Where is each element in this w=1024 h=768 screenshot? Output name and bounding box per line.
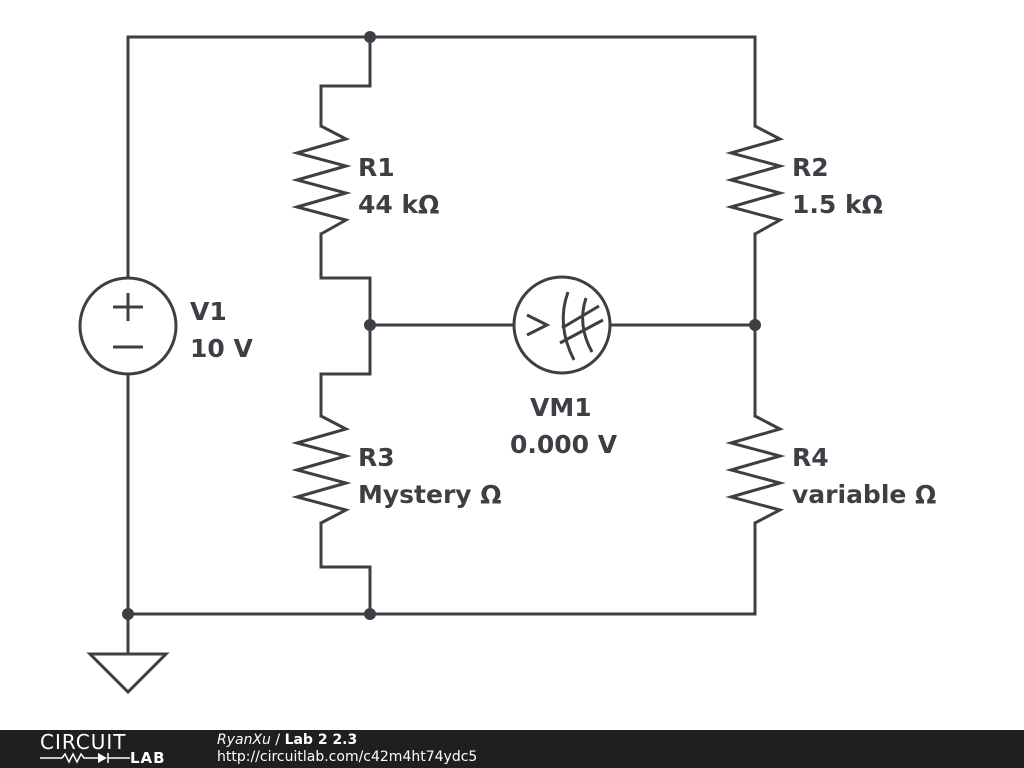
r2-value-label: 1.5 kΩ [792,190,883,219]
credits-separator: / [270,732,285,748]
r3-value-label: Mystery Ω [358,480,502,509]
r4-name-label: R4 [792,443,829,472]
logo-lab-text: LAB [130,749,166,767]
wire-top-rail [126,35,757,280]
wire-r3-bottom [319,521,372,616]
ground-icon [86,652,170,695]
voltmeter-chevron-icon [526,313,551,337]
resistor-r4 [725,414,786,525]
v1-value-label: 10 V [190,334,253,363]
circuit-schematic: R1 44 kΩ R2 1.5 kΩ V1 10 V VM1 0.000 V R… [78,31,936,695]
junction-nodes [122,31,761,620]
circuit-url-link[interactable]: http://circuitlab.com/c42m4ht74ydc5 [217,749,478,765]
r2-name-label: R2 [792,153,829,182]
circuit-title[interactable]: Lab 2 2.3 [284,732,358,748]
wires [126,35,757,656]
vm1-value-label: 0.000 V [510,430,618,459]
resistor-r3 [291,414,352,525]
wire-r1-top [319,35,372,128]
node-left-mid [364,319,376,331]
r1-value-label: 44 kΩ [358,190,439,219]
v1-name-label: V1 [190,297,227,326]
resistor-r2 [725,124,786,236]
node-bottom-mid [364,608,376,620]
node-bottom-left [122,608,134,620]
resistor-r1 [291,124,352,236]
circuit-credits: RyanXu / Lab 2 2.3 http://circuitlab.com… [217,732,477,766]
voltage-source-v1 [78,276,178,376]
wire-r4-bottom [126,372,757,616]
node-right-mid [749,319,761,331]
logo-waveform-icon [40,752,130,764]
circuitlab-logo[interactable]: CIRCUIT LAB [40,732,180,766]
r1-name-label: R1 [358,153,395,182]
wire-r3-top [319,323,372,418]
author-link[interactable]: RyanXu [217,732,271,748]
wire-r1-bottom [319,232,372,327]
node-top [364,31,376,43]
credits-line: RyanXu / Lab 2 2.3 [217,732,477,749]
r4-value-label: variable Ω [792,480,936,509]
footer-bar: CIRCUIT LAB RyanXu / Lab 2 2.3 http://ci… [0,730,1024,768]
vm1-name-label: VM1 [530,393,592,422]
r3-name-label: R3 [358,443,395,472]
voltmeter-vm1 [512,275,612,375]
logo-circuit-text: CIRCUIT [40,730,127,754]
